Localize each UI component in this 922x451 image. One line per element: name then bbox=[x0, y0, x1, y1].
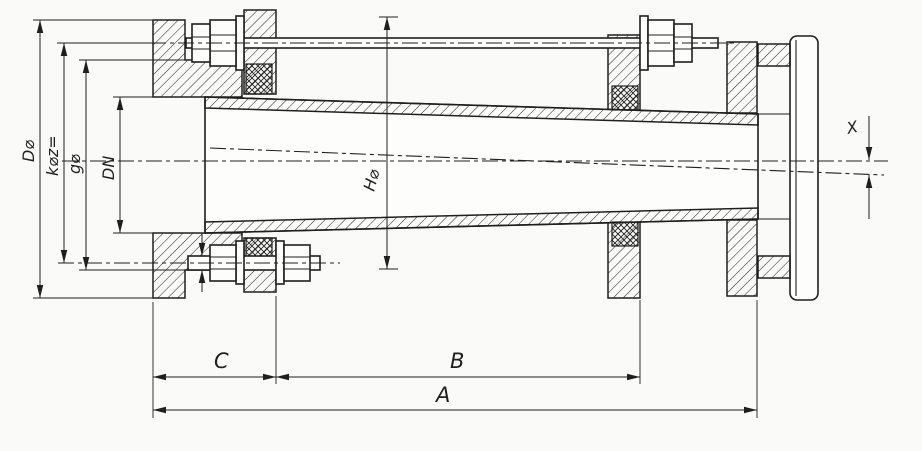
deflected-axis-centerline bbox=[209, 147, 885, 176]
end-flange bbox=[757, 35, 819, 301]
dim-label-bolt-circle: k⌀z= bbox=[43, 135, 62, 176]
dimension-offset: X bbox=[844, 116, 873, 219]
dim-label-nominal-diameter: DN bbox=[99, 156, 118, 180]
dim-label-offset: X bbox=[844, 117, 861, 138]
dimension-length-a: A bbox=[153, 300, 758, 418]
dim-label-outer-diameter: D⌀ bbox=[19, 140, 38, 162]
dimension-sleeve-diameter: g⌀ bbox=[65, 59, 185, 271]
dimension-length-c: C bbox=[152, 296, 277, 418]
counter-flange bbox=[726, 41, 758, 297]
dimension-body-diameter: H⌀ bbox=[360, 16, 398, 270]
dimension-length-b: B bbox=[276, 300, 641, 384]
dim-label-length-b: B bbox=[450, 349, 464, 373]
dimension-bolt-circle: k⌀z= bbox=[43, 42, 150, 263]
pipe-body bbox=[204, 96, 759, 234]
dimension-outer-diameter: D⌀ bbox=[19, 19, 153, 299]
dim-label-length-c: C bbox=[214, 349, 229, 373]
centerlines bbox=[58, 42, 888, 264]
dimension-nominal-diameter: DN bbox=[99, 96, 205, 234]
dim-label-length-a: A bbox=[434, 383, 450, 407]
dim-label-sleeve-diameter: g⌀ bbox=[65, 154, 84, 174]
